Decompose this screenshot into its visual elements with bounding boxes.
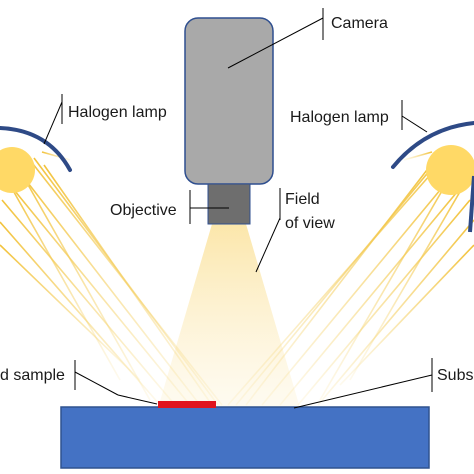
field-of-view-label-line2: of view [285, 215, 335, 232]
sample-label: d sample [0, 367, 65, 384]
camera-label: Camera [331, 15, 388, 32]
right-lamp-reflector [391, 121, 474, 169]
halogen-lamp-right-label: Halogen lamp [290, 109, 389, 126]
substrate [60, 406, 430, 469]
right-lamp-rays [227, 149, 474, 406]
left-lamp-rays [0, 149, 223, 406]
left-lamp-bulb [0, 147, 35, 193]
left-lamp-reflector [0, 126, 72, 172]
leader-lines [43, 8, 433, 409]
halogen-lamp-left-label: Halogen lamp [68, 104, 167, 121]
substrate-label: Subs [437, 367, 473, 384]
camera-body [184, 17, 274, 185]
right-lamp-bulb [426, 145, 474, 195]
field-of-view-cone [158, 224, 300, 408]
objective-label: Objective [110, 202, 177, 219]
right-lamp-reflector-side [468, 175, 474, 233]
sample [158, 401, 216, 408]
field-of-view-label-line1: Field [285, 191, 320, 208]
objective-lens [207, 183, 251, 225]
